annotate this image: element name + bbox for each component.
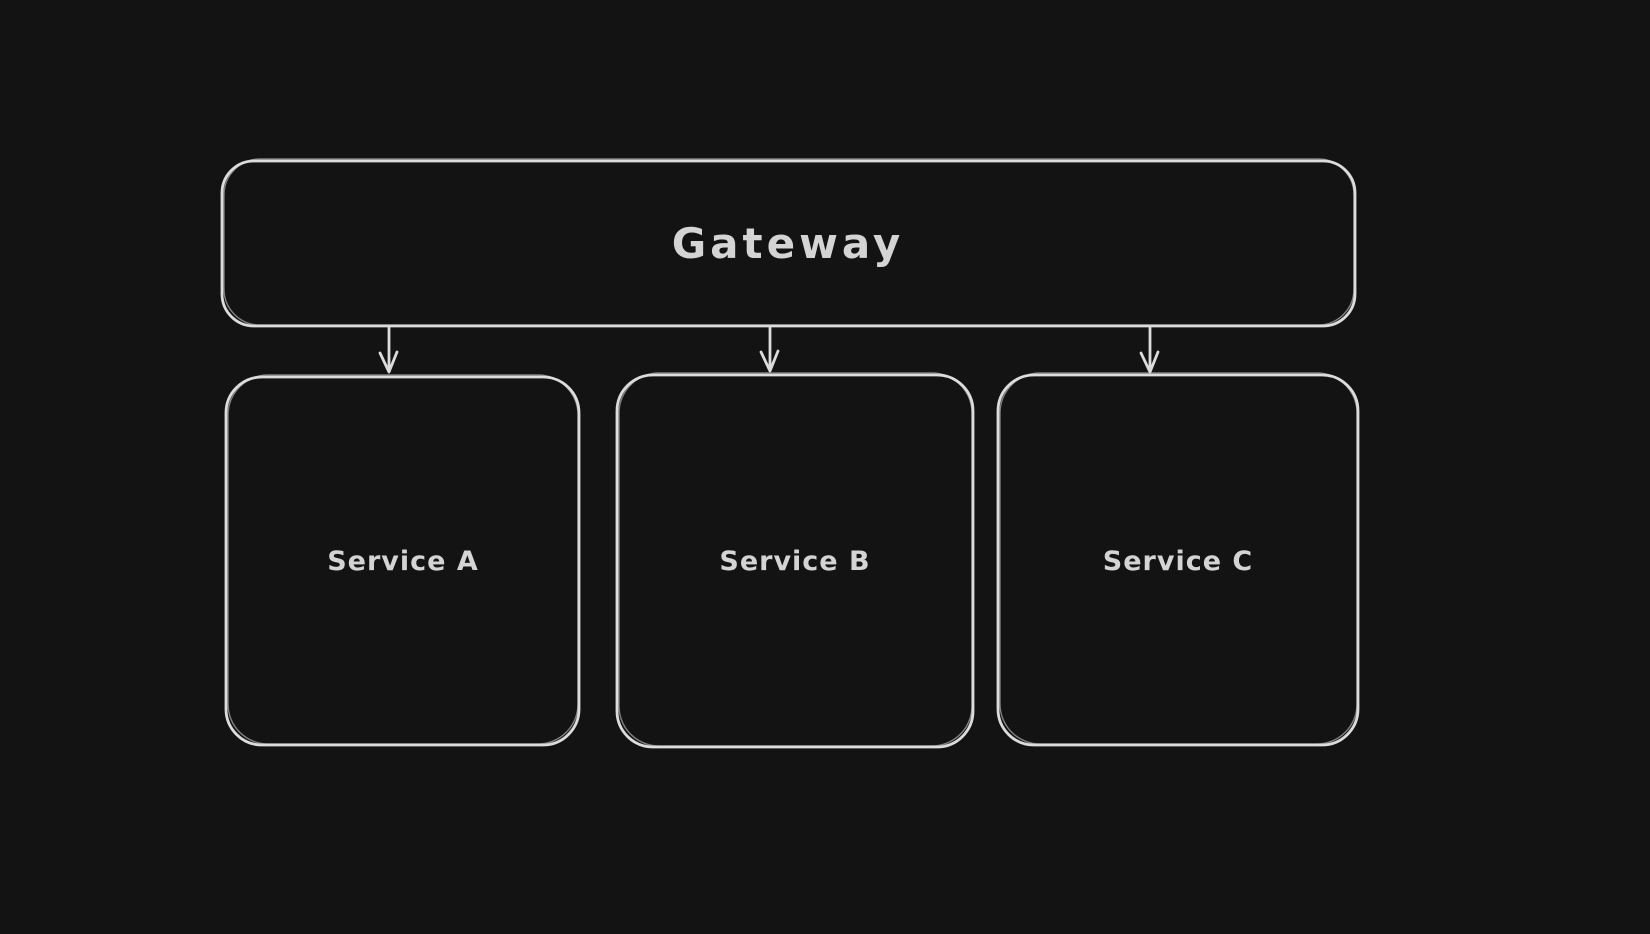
arrow-gateway-to-service-a[interactable] xyxy=(378,326,399,374)
gateway-node[interactable] xyxy=(220,158,1357,328)
service-a-node[interactable] xyxy=(224,374,581,747)
gateway-label: Gateway xyxy=(672,219,905,268)
service-b-label: Service B xyxy=(719,546,870,577)
service-c-label: Service C xyxy=(1103,546,1253,577)
arrow-gateway-to-service-c[interactable] xyxy=(1139,326,1160,374)
arrow-gateway-to-service-b[interactable] xyxy=(759,326,780,373)
service-c-node[interactable] xyxy=(996,372,1360,747)
service-a-label: Service A xyxy=(327,546,479,577)
service-b-node[interactable] xyxy=(615,372,975,749)
